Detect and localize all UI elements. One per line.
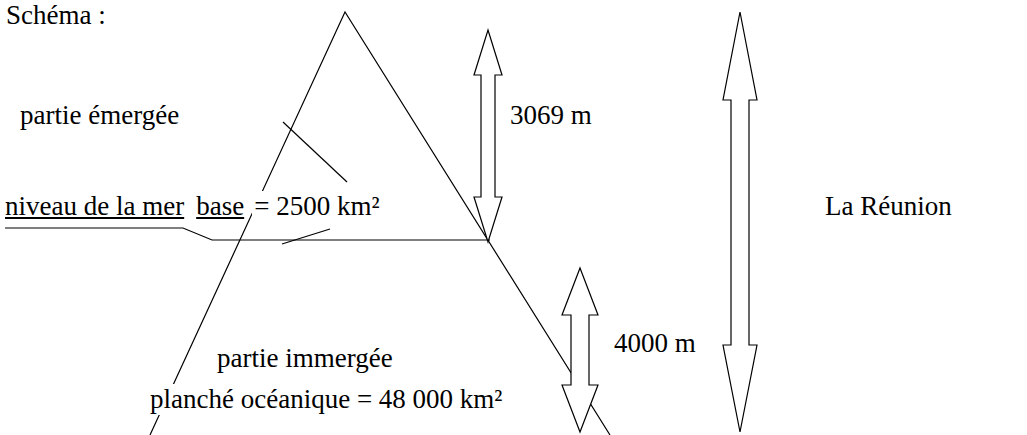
- part-label: partie émergée: [18, 100, 181, 131]
- part-label: partie immergée: [215, 343, 395, 374]
- area-label: planché océanique = 48 000 km²: [148, 384, 504, 415]
- dimension-label: 3069 m: [508, 100, 594, 131]
- leader-line: [283, 122, 347, 182]
- total-height-arrow: [723, 12, 757, 432]
- base-label: base: [194, 191, 246, 222]
- height-arrow: [474, 30, 502, 242]
- dimension-label: 4000 m: [612, 328, 698, 359]
- island-label: La Réunion: [823, 191, 954, 222]
- sea-level-line: [5, 228, 490, 240]
- diagram-title: Schéma :: [4, 0, 108, 31]
- level-label: niveau de la mer: [3, 191, 186, 222]
- depth-arrow: [562, 268, 598, 432]
- area-label: = 2500 km²: [252, 191, 381, 222]
- base-line: [282, 229, 330, 244]
- volcano-outline: [150, 12, 610, 435]
